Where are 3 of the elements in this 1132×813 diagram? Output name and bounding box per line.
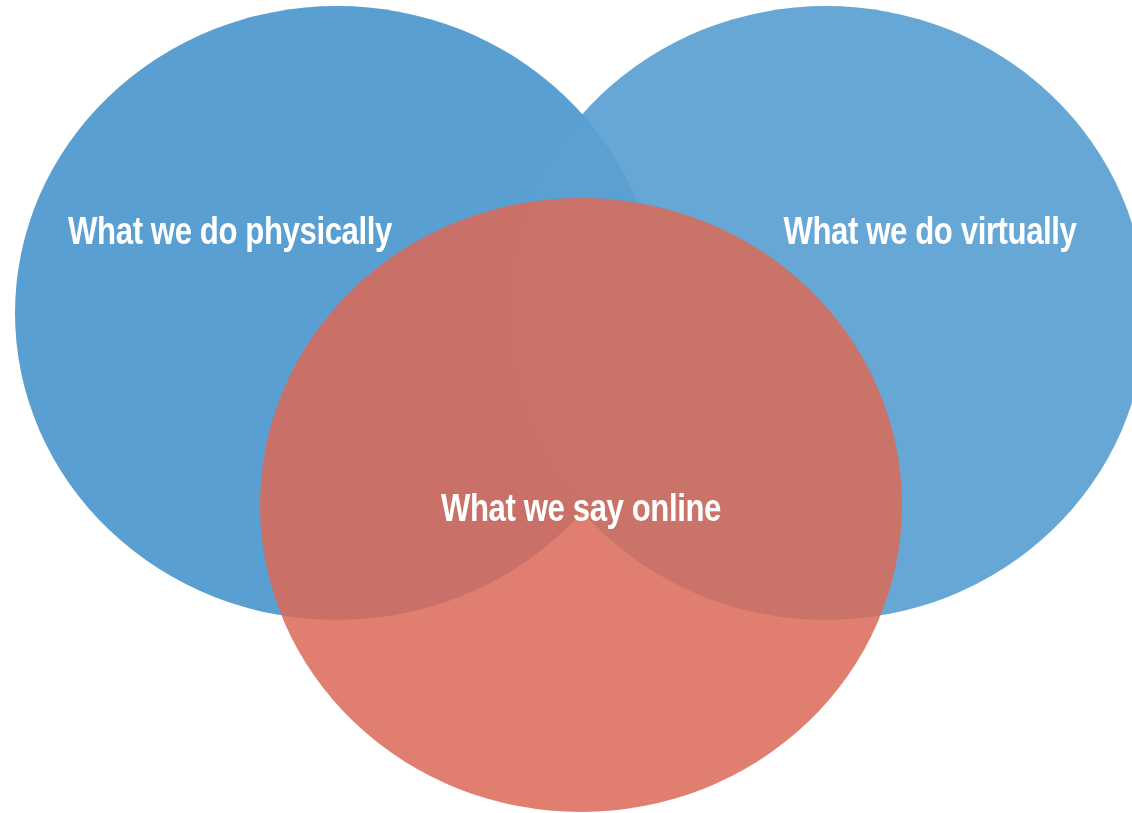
circle-label: What we do virtually <box>783 209 1077 253</box>
circle-label: What we do physically <box>68 209 392 253</box>
circle-label: What we say online <box>440 486 722 530</box>
